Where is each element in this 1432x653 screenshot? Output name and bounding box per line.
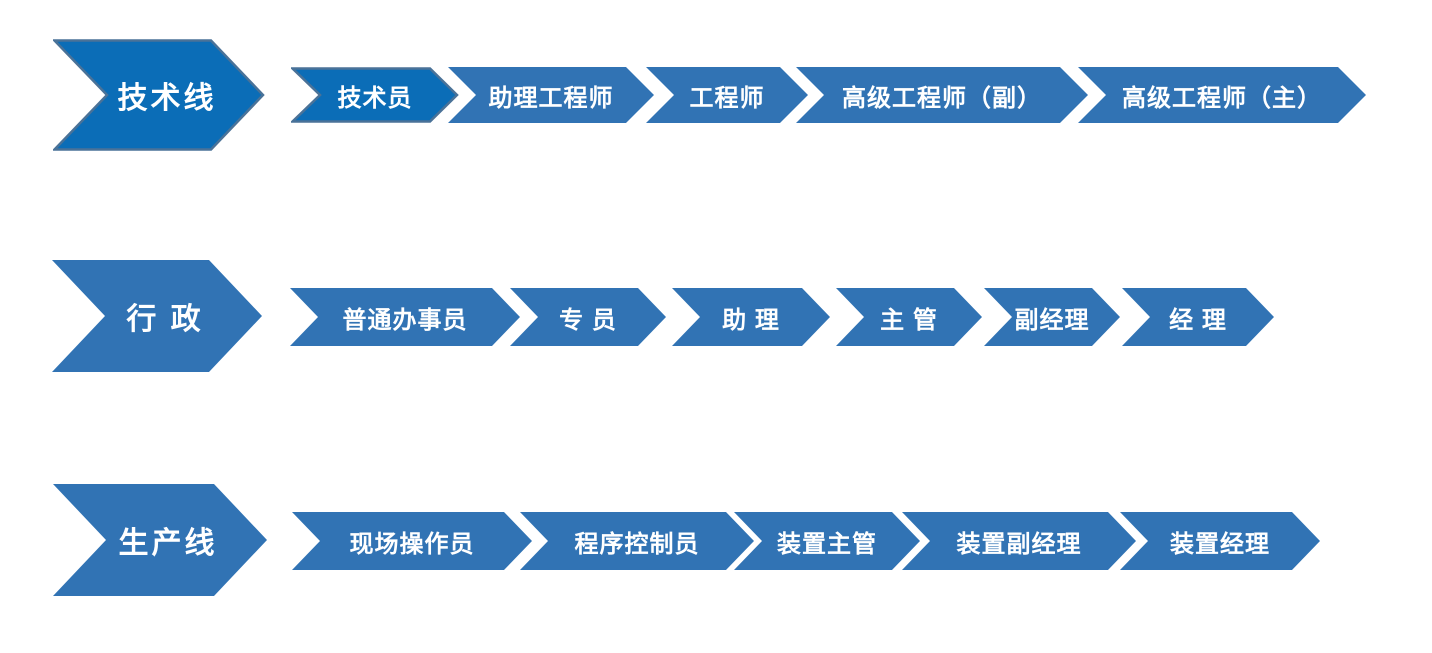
production-track-chevron: 生产线 [53,484,267,596]
production-step-chevron: 装置主管 [734,512,920,570]
administrative-step-chevron: 主 管 [836,288,982,346]
step-label: 现场操作员 [349,530,475,558]
step-label: 普通办事员 [342,306,468,334]
chevron-arrow-shape [291,67,459,123]
step-label: 装置经理 [1170,530,1270,558]
administrative-step-chevron: 普通办事员 [290,288,520,346]
production-step-chevron: 现场操作员 [292,512,532,570]
technical-step-chevron: 高级工程师（副） [796,67,1088,123]
step-label: 主 管 [880,306,938,334]
step-label: 高级工程师（主） [1122,84,1322,112]
technical-step-chevron: 工程师 [646,67,808,123]
technical-step-chevron: 助理工程师 [448,67,654,123]
step-label: 技术员 [337,84,413,112]
technical-step-chevron: 技术员 [291,67,459,123]
production-step-chevron: 装置经理 [1120,512,1320,570]
step-label: 工程师 [689,84,765,112]
administrative-step-chevron: 副经理 [984,288,1120,346]
production-step-chevron: 程序控制员 [520,512,754,570]
track-label: 行 政 [126,303,204,336]
step-label: 装置主管 [777,530,877,558]
administrative-step-chevron: 经 理 [1122,288,1274,346]
track-label: 生产线 [118,527,218,560]
administrative-step-chevron: 专 员 [510,288,666,346]
step-label: 助 理 [722,306,780,334]
step-label: 程序控制员 [574,530,700,558]
track-label: 技术线 [117,82,217,115]
technical-track-chevron: 技术线 [53,39,265,151]
step-label: 副经理 [1014,306,1090,334]
administrative-track-chevron: 行 政 [52,260,262,372]
administrative-step-chevron: 助 理 [672,288,830,346]
chevron-arrow-shape [53,39,265,151]
technical-step-chevron: 高级工程师（主） [1078,67,1366,123]
step-label: 经 理 [1169,306,1227,334]
step-label: 专 员 [559,306,617,334]
step-label: 装置副经理 [956,530,1082,558]
step-label: 高级工程师（副） [842,84,1042,112]
production-step-chevron: 装置副经理 [902,512,1136,570]
step-label: 助理工程师 [488,84,614,112]
